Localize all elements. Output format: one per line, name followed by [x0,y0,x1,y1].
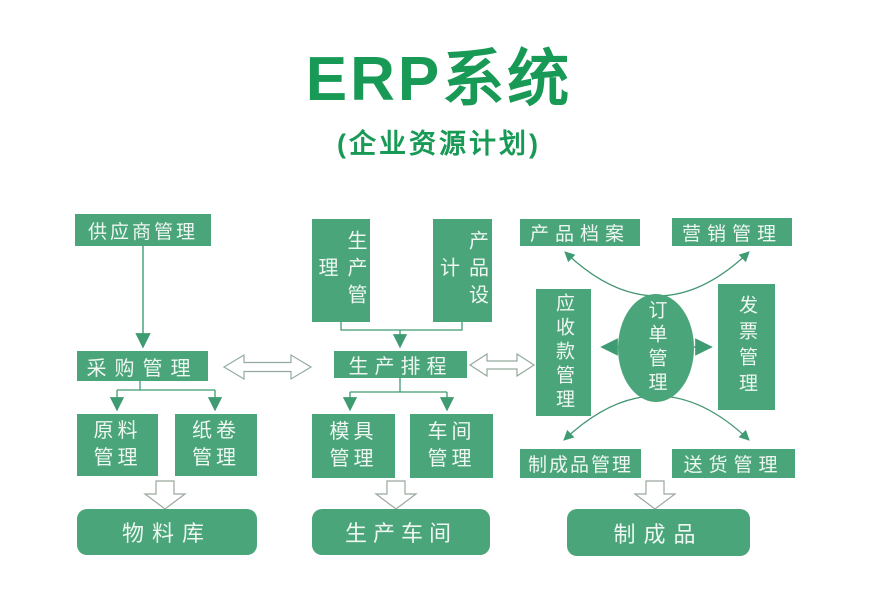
node-workshop-mgmt: 车间管理 [410,414,493,478]
page-subtitle: (企业资源计划) [337,129,541,159]
node-material-store: 物料库 [77,509,257,555]
block-arrow-to-finished-goods [633,480,677,510]
node-production-workshop: 生产车间 [312,509,490,555]
block-arrow-to-production-workshop [374,480,418,510]
node-delivery-mgmt: 送货管理 [672,449,795,478]
page-title: ERP系统 [305,45,573,114]
node-raw-material-mgmt: 原料管理 [77,414,158,476]
node-finished-goods: 制成品 [567,509,750,556]
node-product-design: 产品设计 [433,219,492,322]
node-paper-roll-mgmt: 纸卷管理 [175,414,257,476]
node-production-scheduling: 生产排程 [334,351,467,378]
node-purchasing-mgmt: 采购管理 [77,351,208,381]
connector-design-merge [340,322,463,331]
node-product-archive: 产品档案 [520,219,640,246]
double-arrow-purchasing-scheduling [222,353,313,381]
connector-purchasing-split [117,381,215,391]
node-marketing-mgmt: 营销管理 [672,218,792,246]
node-finished-goods-mgmt: 制成品管理 [520,449,641,478]
node-production-mgmt: 生产管理 [312,219,370,322]
node-order-mgmt: 订单管理 [618,294,694,402]
block-arrow-to-material-store [143,480,187,510]
node-invoice-mgmt: 发票管理 [718,284,775,410]
node-supplier-mgmt: 供应商管理 [75,214,211,246]
connector-scheduling-split [350,378,447,393]
node-receivables-mgmt: 应收款管理 [536,289,591,416]
double-arrow-scheduling-receivables [468,352,536,378]
node-mold-mgmt: 模具管理 [312,414,395,478]
